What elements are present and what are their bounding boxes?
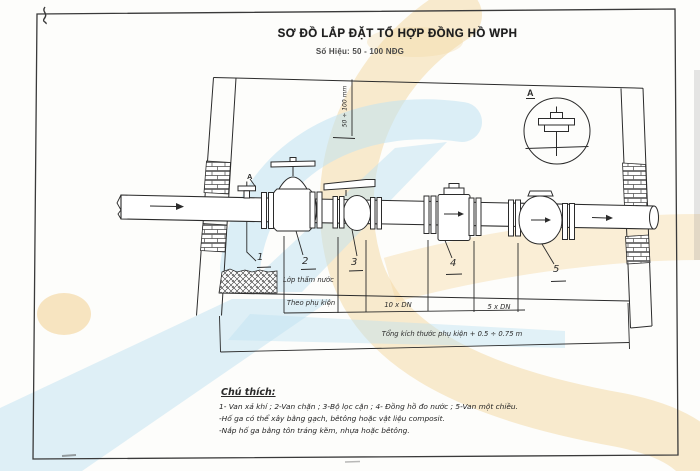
check-valve: [508, 190, 575, 245]
scan-artifacts: [61, 70, 700, 463]
right-wall: [620, 88, 653, 329]
pipe-open-end-left: [116, 194, 122, 220]
item-number-5: 5: [553, 264, 560, 275]
depth-dimension-line: [332, 79, 356, 139]
brick-patch: [622, 162, 648, 209]
notes-heading: Chú thích:: [221, 387, 276, 398]
watermark-cyan-sliver: [228, 314, 565, 348]
watermark-cyan-arc: [220, 99, 482, 288]
left-wall: [196, 77, 237, 316]
item-number-1: 1: [257, 252, 264, 263]
pit-floor-line: [218, 292, 631, 302]
watermark-tan-band: [383, 214, 700, 303]
water-meter: [423, 183, 482, 241]
meter-dial: [443, 187, 465, 195]
pit-cross-section: [116, 77, 659, 353]
dimension-lines: [219, 236, 630, 353]
pipe-open-end-right: [649, 205, 659, 230]
gravel-layer: [218, 268, 278, 294]
brick-patch: [625, 234, 651, 265]
item-number-3: 3: [351, 257, 358, 268]
gravel-label: Lớp thấm nước: [283, 276, 334, 284]
detail-circle-a: [523, 97, 591, 165]
item-number-2: 2: [302, 256, 309, 267]
dim-total-label: Tổng kích thước phụ kiện + 0.5 ÷ 0.75 m: [381, 330, 523, 338]
brick-patch: [203, 160, 231, 195]
note-line-1: 1- Van xả khí ; 2-Van chặn ; 3-Bộ lọc cặ…: [219, 402, 518, 411]
brick-patch: [200, 223, 228, 253]
air-valve-tag: A: [247, 172, 253, 181]
dim-upstream-label: 10 x DN: [384, 301, 412, 309]
pipe: [116, 194, 659, 230]
leader-lines: [246, 178, 567, 282]
dim-fitting-label: Theo phụ kiện: [286, 299, 336, 307]
note-line-3: -Nắp hố ga bằng tôn tráng kẽm, nhựa hoặc…: [219, 426, 410, 435]
scan-border: [32, 6, 679, 460]
note-line-2: -Hố ga có thể xây bằng gạch, bêtông hoặc…: [219, 414, 445, 423]
item-number-4: 4: [450, 258, 457, 269]
total-dimension-line: [220, 342, 630, 353]
handwheel: [270, 160, 316, 168]
watermark-cyan-bottom-band: [0, 299, 332, 471]
strainer-handle: [323, 179, 376, 191]
watermark-tan-corner-blob: [37, 293, 91, 335]
flow-arrow-left: [149, 205, 177, 208]
depth-dimension-label: 50 ÷ 100 mm: [341, 85, 349, 128]
detail-a-label: A: [526, 88, 535, 99]
ground-line: [213, 77, 644, 89]
gate-valve: [261, 157, 323, 232]
air-release-valve: [237, 181, 256, 199]
strainer: [323, 179, 382, 231]
page-subtitle: Số Hiệu: 50 - 100 NĐG: [315, 47, 405, 56]
flow-arrow-right: [591, 216, 607, 219]
page-title: SƠ ĐỒ LẮP ĐẶT TỔ HỢP ĐỒNG HỒ WPH: [277, 28, 518, 40]
pen-mark: [42, 6, 47, 25]
dim-downstream-label: 5 x DN: [487, 303, 511, 311]
